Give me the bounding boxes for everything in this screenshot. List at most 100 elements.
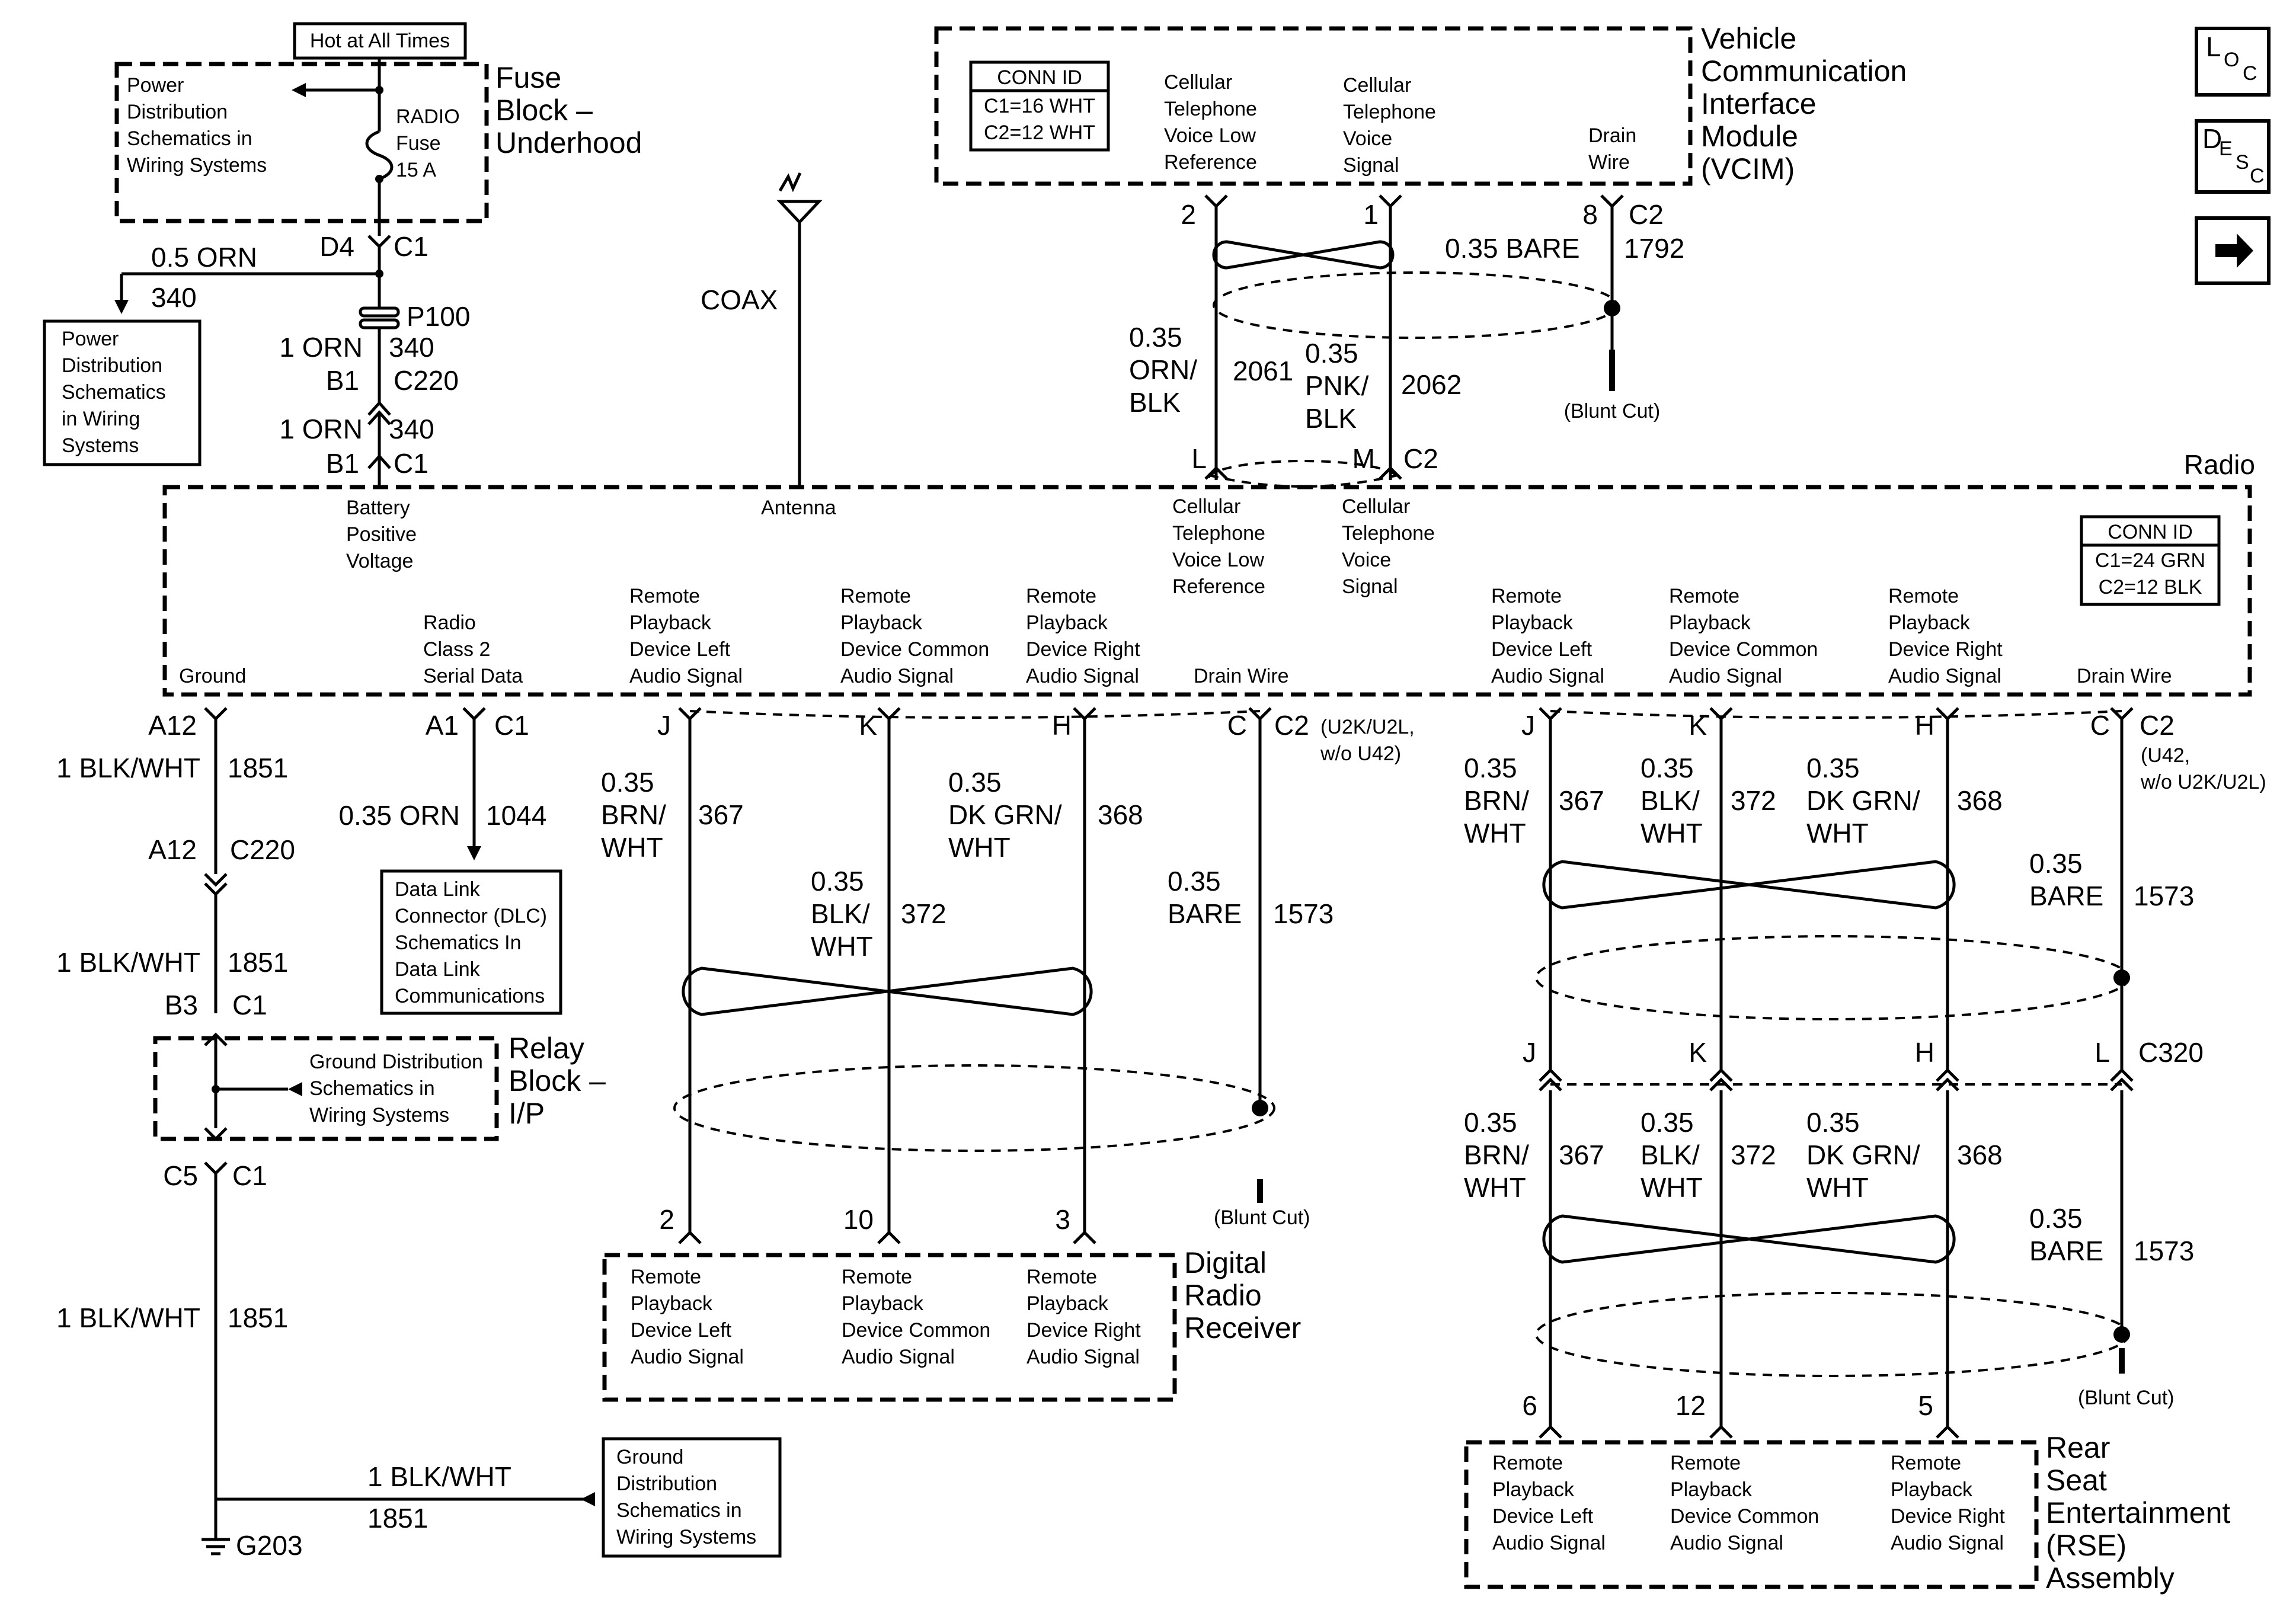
rse-box-right: Remote Playback Device Right Audio Signa…: [1891, 1452, 2010, 1554]
radio-right1-label: Remote Playback Device Right Audio Signa…: [1026, 585, 1146, 687]
desc-button[interactable]: D E S C: [2195, 119, 2271, 194]
drr-pin-2: 2: [659, 1204, 674, 1235]
rse-wire-h2: 0.35 DK GRN/ WHT: [1806, 1107, 1927, 1203]
relay-block-ip: [153, 1036, 499, 1141]
drr-pin-3: 3: [1055, 1204, 1070, 1235]
drr-connector: [678, 707, 1272, 721]
rse-circ-c2: 1573: [2134, 1235, 2194, 1266]
ground-pin-a12: A12: [148, 710, 197, 741]
radio-class2-label: Radio Class 2 Serial Data: [423, 612, 523, 687]
fuse-block-underhood: [114, 62, 489, 223]
rse-conn-c2: C2: [2140, 710, 2175, 741]
radio-battery-label: Battery Positive Voltage: [346, 497, 423, 572]
conn-c1-fuse: C1: [394, 231, 428, 262]
class2-circuit: 1044: [486, 800, 546, 831]
ground-wire-2: 1 BLK/WHT: [56, 947, 200, 978]
twisted-pair-icon: [1212, 240, 1395, 270]
shield-icon: [1535, 1292, 2130, 1377]
radio-conn-id-box: [2080, 515, 2221, 606]
drr-wire-h: 0.35 DK GRN/ WHT: [948, 767, 1069, 863]
splice-p100-icon: [359, 306, 400, 318]
radio-drain1-label: Drain Wire: [1194, 665, 1289, 687]
conn-c320: C320: [2138, 1037, 2204, 1068]
ground-g203: G203: [236, 1530, 303, 1561]
drr-circ-j: 367: [698, 799, 744, 830]
twisted-pair-icon: [1542, 1214, 1956, 1264]
coax-label: COAX: [701, 284, 778, 315]
rse-connector-c320: [1539, 1068, 2134, 1092]
power-distribution-ref: Power Distribution Schematics in Wiring …: [127, 74, 267, 177]
vcim-pin-1: 1: [1363, 199, 1379, 230]
power-distribution-box-2: [43, 319, 202, 466]
vcim-conn-id-box: [969, 60, 1110, 152]
vcim-drain: Drain Wire: [1588, 124, 1642, 174]
vcim-circ-voice: 2062: [1401, 369, 1462, 400]
ground-wire-3: 1 BLK/WHT: [56, 1302, 200, 1333]
radio-cell-voice-label: Cellular Telephone Voice Signal: [1342, 495, 1440, 598]
svg-text:L: L: [2206, 31, 2221, 62]
rse-pin-h: H: [1915, 710, 1934, 741]
shield-icon: [1535, 935, 2130, 1020]
vcim-wire-voice: 0.35 PNK/ BLK: [1305, 338, 1376, 434]
vcim-conn-id-title: CONN ID: [997, 66, 1082, 89]
radio-antenna-label: Antenna: [761, 497, 836, 519]
pin-b1-c220: B1: [326, 365, 359, 396]
ground-pin-a12-c220: A12: [148, 834, 197, 865]
power-branch-wire: 0.5 ORN: [151, 242, 257, 273]
dlc-ref: Data Link Connector (DLC) Schematics In …: [395, 878, 552, 1007]
rse-circ-c: 1573: [2134, 881, 2194, 911]
battery-circuit-1: 340: [389, 332, 434, 363]
drr-pin-c: C: [1227, 710, 1247, 741]
rse-title: Rear Seat Entertainment (RSE) Assembly: [2046, 1431, 2239, 1595]
radio-conn-id-title: CONN ID: [2108, 521, 2193, 543]
rse-assembly: [1464, 1440, 2039, 1589]
relay-block-title: Relay Block – I/P: [509, 1032, 614, 1130]
radio-conn-c1: C1=24 GRN: [2095, 549, 2205, 572]
ground-wire-1: 1 BLK/WHT: [56, 753, 200, 783]
battery-wire-1: 1 ORN: [279, 332, 363, 363]
ground-conn-c1a: C1: [232, 990, 267, 1020]
rse-wire-j2: 0.35 BRN/ WHT: [1464, 1107, 1537, 1203]
rse-pin-6: 6: [1522, 1390, 1537, 1421]
drr-pin-10: 10: [843, 1204, 874, 1235]
loc-button[interactable]: L O C: [2195, 27, 2271, 97]
next-button[interactable]: [2195, 216, 2271, 285]
vcim-pin-8: 8: [1582, 199, 1598, 230]
rse-wire-k2: 0.35 BLK/ WHT: [1641, 1107, 1707, 1203]
drr-box-common: Remote Playback Device Common Audio Sign…: [842, 1266, 996, 1368]
arrow-left-icon: [288, 1082, 302, 1096]
dlc-ref-box: [380, 869, 562, 1015]
ground-distribution-ref-1: Ground Distribution Schematics in Wiring…: [309, 1051, 488, 1126]
drr-box-left: Remote Playback Device Left Audio Signal: [631, 1266, 744, 1368]
power-branch-circuit: 340: [151, 282, 197, 313]
svg-text:D: D: [2202, 123, 2222, 154]
c320-pin-l: L: [2094, 1037, 2110, 1068]
drr-pin-h: H: [1052, 710, 1072, 741]
drr-circ-k: 372: [901, 898, 946, 929]
twisted-pair-icon: [1542, 860, 1956, 910]
class2-wire: 0.35 ORN: [338, 800, 460, 831]
radio-common2-label: Remote Playback Device Common Audio Sign…: [1669, 585, 1824, 687]
vcim-title: Vehicle Communication Interface Module (…: [1701, 22, 1915, 185]
rse-wire-c: 0.35 BARE: [2029, 848, 2103, 911]
c320-pin-h: H: [1915, 1037, 1934, 1068]
fuse-icon: [365, 130, 394, 181]
rse-pin-12: 12: [1675, 1390, 1706, 1421]
rse-circ-h: 368: [1957, 785, 2003, 816]
ground-circuit-3: 1851: [228, 1302, 288, 1333]
ground-circuit-2: 1851: [228, 947, 288, 978]
rse-connector-c2: [1539, 707, 2134, 721]
svg-text:C: C: [2243, 62, 2257, 85]
drr-option: (U2K/U2L, w/o U42): [1320, 716, 1420, 765]
radio-title: Radio: [2184, 449, 2255, 480]
ground-conn-c220: C220: [230, 834, 295, 865]
radio-right2-label: Remote Playback Device Right Audio Signa…: [1888, 585, 2008, 687]
radio-cell-low-label: Cellular Telephone Voice Low Reference: [1172, 495, 1271, 598]
arrow-left-icon: [581, 1492, 595, 1506]
rse-pin-5: 5: [1918, 1390, 1933, 1421]
rse-option: (U42, w/o U2K/U2L): [2140, 744, 2266, 793]
right-arrow-icon: [2215, 233, 2253, 268]
rse-pin-c: C: [2090, 710, 2110, 741]
shield-icon: [673, 1064, 1275, 1152]
